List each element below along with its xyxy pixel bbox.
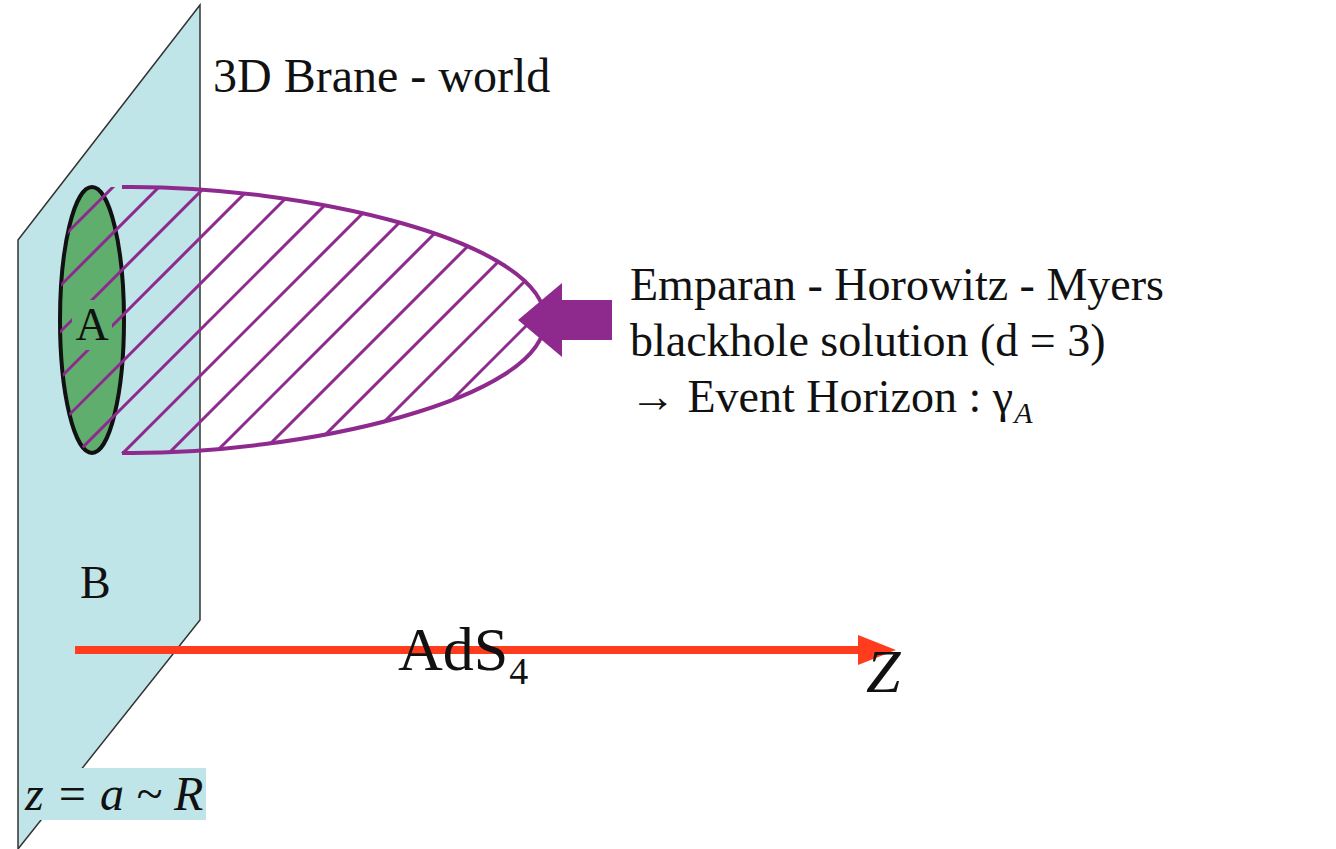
hatch-line: [0, 170, 130, 470]
hatch-line: [0, 170, 268, 470]
event-horizon-outline: [122, 187, 545, 453]
region-label: A: [72, 300, 111, 350]
hatch-line: [14, 170, 314, 470]
axis-label: Z: [866, 640, 900, 702]
hatch-line: [152, 170, 452, 470]
space-label: AdS: [398, 618, 508, 680]
horizon-note: → Event Horizon : γ: [630, 374, 1013, 420]
brane-position: z = a ~ R: [22, 768, 206, 820]
brane-plane: [18, 5, 200, 849]
brane-title: 3D Brane - world: [213, 52, 550, 100]
solution-name: Emparan - Horowitz - Myers: [630, 262, 1164, 308]
subscript: A: [1014, 398, 1032, 428]
region-label: B: [80, 560, 111, 606]
subscript: 4: [509, 652, 528, 690]
hatch-line: [244, 170, 544, 470]
hatch-line: [106, 170, 406, 470]
hatch-line: [336, 170, 636, 470]
hatch-line: [0, 170, 222, 470]
hatch-line: [198, 170, 498, 470]
hatch-line: [60, 170, 360, 470]
solution-desc: blackhole solution (d = 3): [630, 318, 1106, 364]
